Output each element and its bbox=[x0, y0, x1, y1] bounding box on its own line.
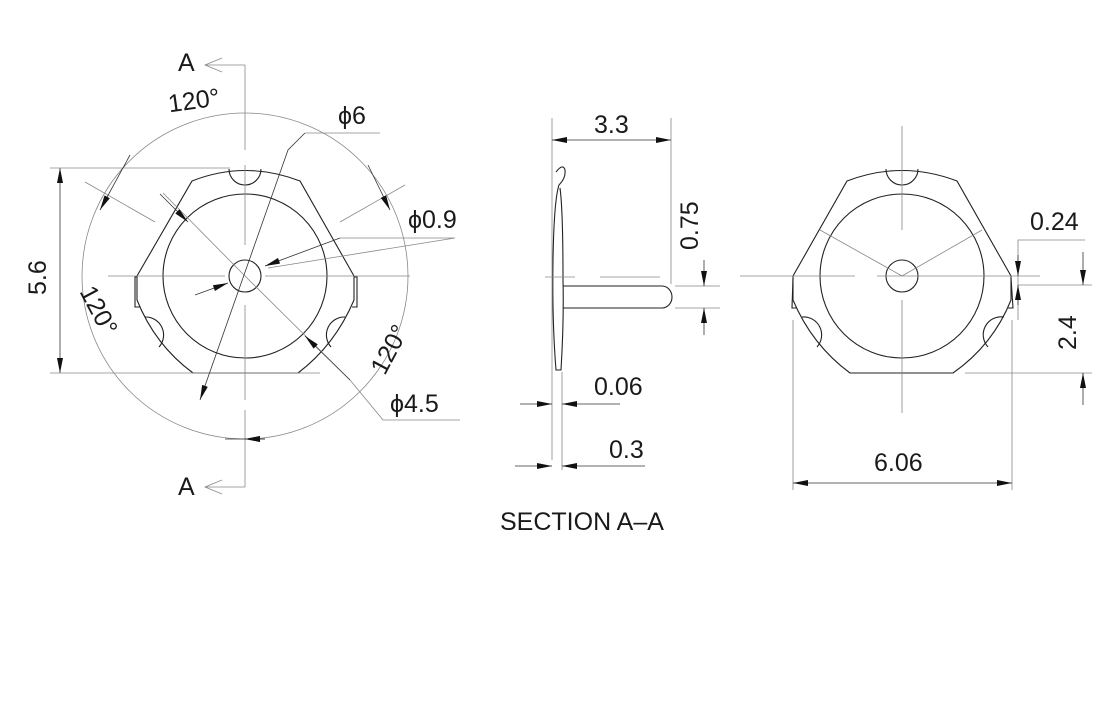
inner-diameter-arrow bbox=[159, 193, 189, 223]
angle-left-label: 120° bbox=[74, 281, 123, 340]
pin-extension bbox=[675, 285, 720, 309]
width-label: 6.06 bbox=[874, 449, 923, 477]
section-title: SECTION A–A bbox=[500, 508, 664, 536]
notch-right bbox=[982, 316, 1005, 348]
part-outline bbox=[792, 170, 1012, 374]
part-outline bbox=[136, 170, 355, 374]
pin bbox=[563, 285, 673, 309]
center-hole-arrow-2 bbox=[194, 282, 229, 296]
angle-top-label: 120° bbox=[166, 83, 221, 118]
inner-diameter-arrow-2 bbox=[304, 335, 351, 381]
outer-diameter-label: ϕ6 bbox=[338, 102, 366, 130]
inner-diameter-label: ϕ4.5 bbox=[390, 390, 439, 418]
section-arrows bbox=[203, 57, 223, 495]
outer-diameter-leader bbox=[199, 132, 306, 401]
section-lines bbox=[205, 64, 245, 488]
thickness-inner-label: 0.06 bbox=[594, 373, 643, 401]
angle-arrow-right bbox=[367, 164, 391, 211]
notch-left bbox=[801, 316, 823, 348]
side-tabs bbox=[791, 277, 1014, 309]
height-extension bbox=[50, 167, 320, 374]
center-hole bbox=[228, 259, 262, 293]
front-view: A A 120° 120° 120° ϕ6 ϕ0.9 ϕ4.5 5.6 bbox=[24, 49, 460, 501]
side-tabs bbox=[134, 276, 358, 308]
angle-arrow-left bbox=[99, 154, 131, 211]
tab-height-label: 0.24 bbox=[1030, 208, 1079, 236]
section-view: 3.3 0.75 0.06 0.3 SECTION A–A bbox=[500, 111, 720, 536]
angle-lines bbox=[84, 181, 460, 421]
section-mark-bottom: A bbox=[178, 473, 195, 501]
notch-right bbox=[325, 316, 346, 348]
length-label: 3.3 bbox=[594, 111, 629, 139]
section-extension-lines bbox=[545, 118, 672, 470]
height-label: 5.6 bbox=[24, 260, 52, 295]
half-height-label: 2.4 bbox=[1054, 315, 1082, 350]
back-view: 0.24 2.4 6.06 bbox=[740, 126, 1092, 490]
section-plate bbox=[552, 166, 566, 371]
thickness-total-label: 0.3 bbox=[609, 436, 644, 464]
center-hole-label: ϕ0.9 bbox=[408, 206, 457, 234]
extension-lines bbox=[792, 239, 1092, 490]
angle-right-label: 120° bbox=[365, 320, 414, 379]
center-lines bbox=[740, 126, 1040, 413]
center-hole-arrow bbox=[264, 237, 341, 267]
notch-left bbox=[144, 316, 165, 348]
leaders bbox=[267, 132, 456, 269]
pin-offset-label: 0.75 bbox=[676, 201, 704, 250]
section-mark-top: A bbox=[178, 49, 195, 77]
